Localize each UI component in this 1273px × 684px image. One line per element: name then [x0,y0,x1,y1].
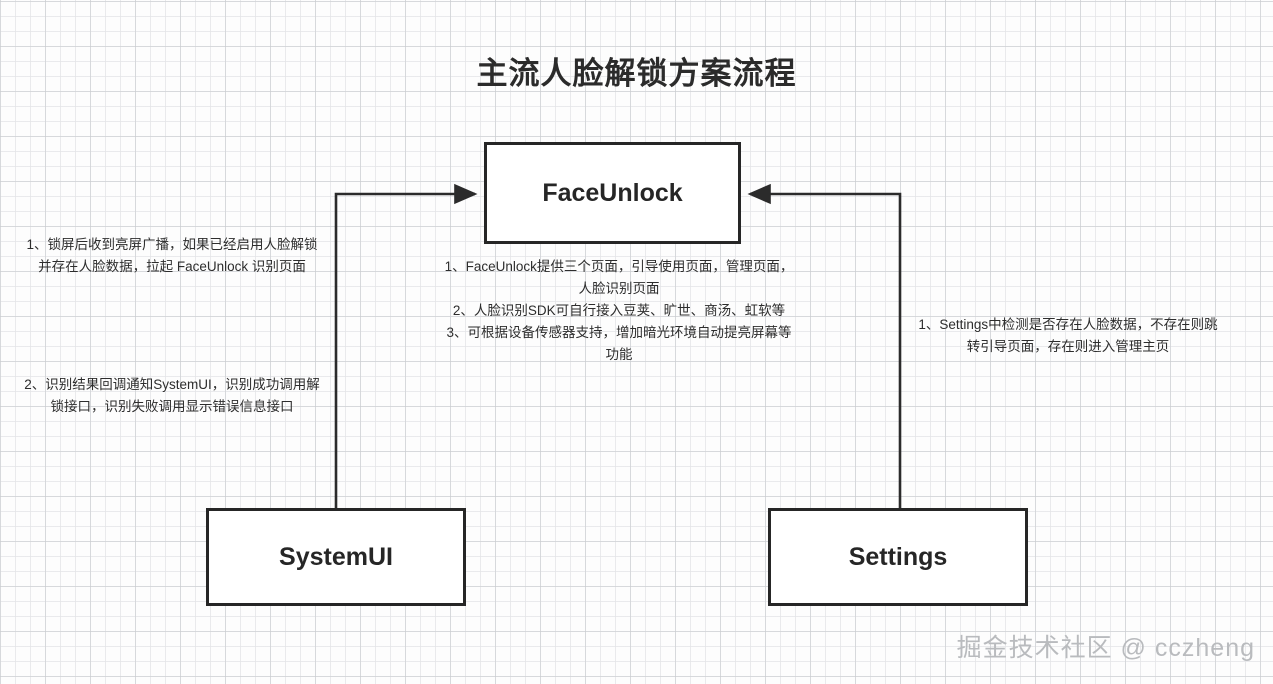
edge-systemui-to-faceunlock [334,183,478,508]
watermark: 掘金技术社区 @ cczheng [956,634,1255,662]
note-faceunlock-details: 1、FaceUnlock提供三个页面，引导使用页面，管理页面， 人脸识别页面 2… [444,259,794,362]
node-faceunlock-label: FaceUnlock [542,178,683,207]
note-systemui-step-2: 2、识别结果回调通知SystemUI，识别成功调用解 锁接口，识别失败调用显示错… [24,377,320,414]
node-systemui-label: SystemUI [279,542,393,571]
edge-settings-to-faceunlock [747,183,902,508]
node-settings-label: Settings [848,542,948,571]
page-title: 主流人脸解锁方案流程 [476,56,797,91]
node-settings[interactable]: Settings [768,508,1028,606]
node-systemui[interactable]: SystemUI [206,508,466,606]
node-faceunlock[interactable]: FaceUnlock [484,142,741,244]
note-settings-details: 1、Settings中检测是否存在人脸数据，不存在则跳 转引导页面，存在则进入管… [918,317,1218,354]
note-systemui-step-1: 1、锁屏后收到亮屏广播，如果已经启用人脸解锁 并存在人脸数据，拉起 FaceUn… [26,237,318,274]
